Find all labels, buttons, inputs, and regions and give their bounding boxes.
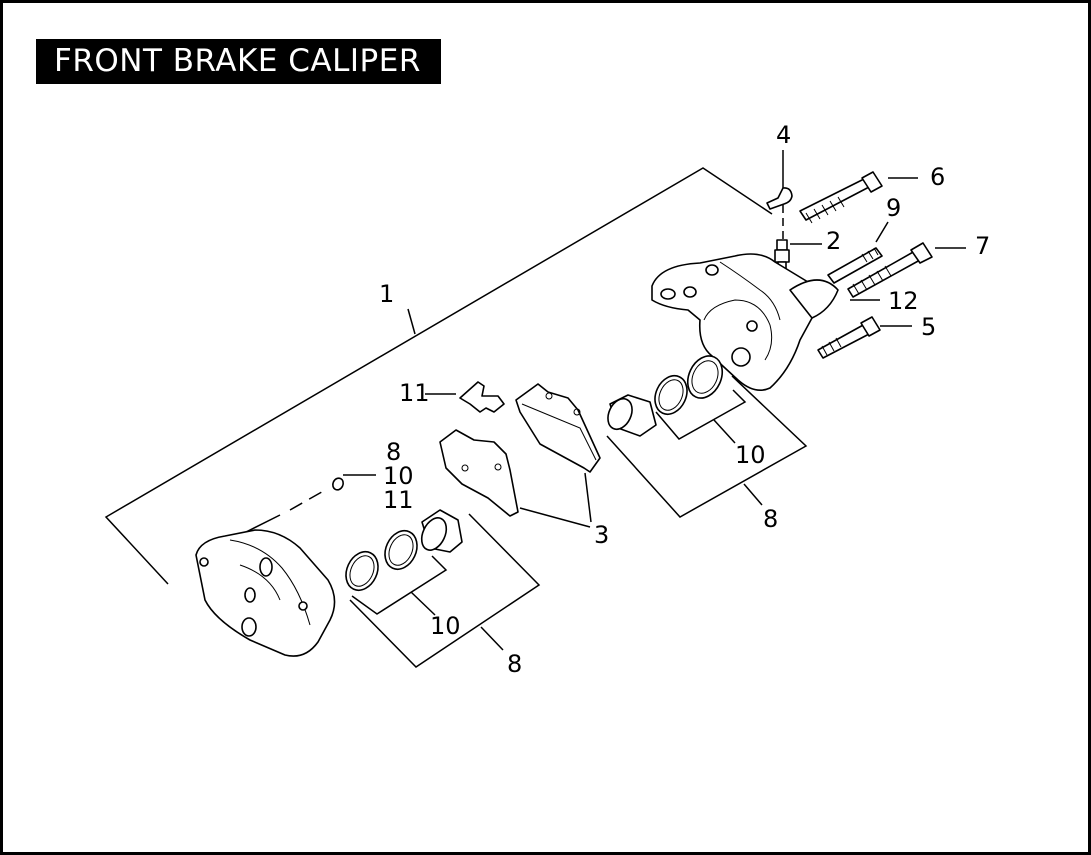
callout-11-upper: 11 <box>383 486 414 514</box>
callout-6: 6 <box>930 163 945 191</box>
right-seal-inner <box>654 374 688 416</box>
caliper-housing-right <box>651 253 839 391</box>
brake-pad-left <box>439 429 519 517</box>
caliper-housing-left <box>195 529 336 657</box>
bleeder-cap-4 <box>766 187 793 210</box>
left-piston <box>420 509 463 553</box>
pad-leaders-3 <box>519 472 592 528</box>
bracket-10-left <box>351 555 448 616</box>
callout-1: 1 <box>379 280 394 308</box>
left-seal-inner <box>384 529 418 571</box>
bolt-6 <box>799 171 883 224</box>
bolt-5 <box>817 316 881 359</box>
brake-pad-right <box>515 383 601 473</box>
bolt-7 <box>847 242 933 298</box>
bracket-8-right <box>606 375 808 518</box>
callout-10-right: 10 <box>735 441 766 469</box>
right-piston <box>607 394 657 437</box>
callout-11-clip: 11 <box>399 379 430 407</box>
callout-labels: 1 2 3 4 5 6 7 8 8 8 9 10 10 10 11 11 12 <box>379 121 990 678</box>
pad-clip-11 <box>459 381 505 413</box>
small-seal <box>332 477 344 491</box>
callout-8-right: 8 <box>763 505 778 533</box>
assembly-bracket-1 <box>104 167 773 585</box>
bracket-8-left <box>349 513 541 668</box>
leader-lines <box>245 150 966 533</box>
callout-10-left: 10 <box>430 612 461 640</box>
bracket-10-right <box>655 389 747 444</box>
right-seal-outer <box>686 355 724 399</box>
diagram-title: FRONT BRAKE CALIPER <box>36 39 441 84</box>
callout-3: 3 <box>594 521 609 549</box>
callout-8-upper: 8 <box>386 438 401 466</box>
callout-7: 7 <box>975 232 990 260</box>
callout-5: 5 <box>921 313 936 341</box>
callout-2: 2 <box>826 227 841 255</box>
pin-9 <box>827 247 883 284</box>
callout-4: 4 <box>776 121 791 149</box>
left-seal-outer <box>345 550 379 592</box>
callout-9: 9 <box>886 194 901 222</box>
callout-12: 12 <box>888 287 919 315</box>
callout-10-upper: 10 <box>383 462 414 490</box>
callout-8-left: 8 <box>507 650 522 678</box>
